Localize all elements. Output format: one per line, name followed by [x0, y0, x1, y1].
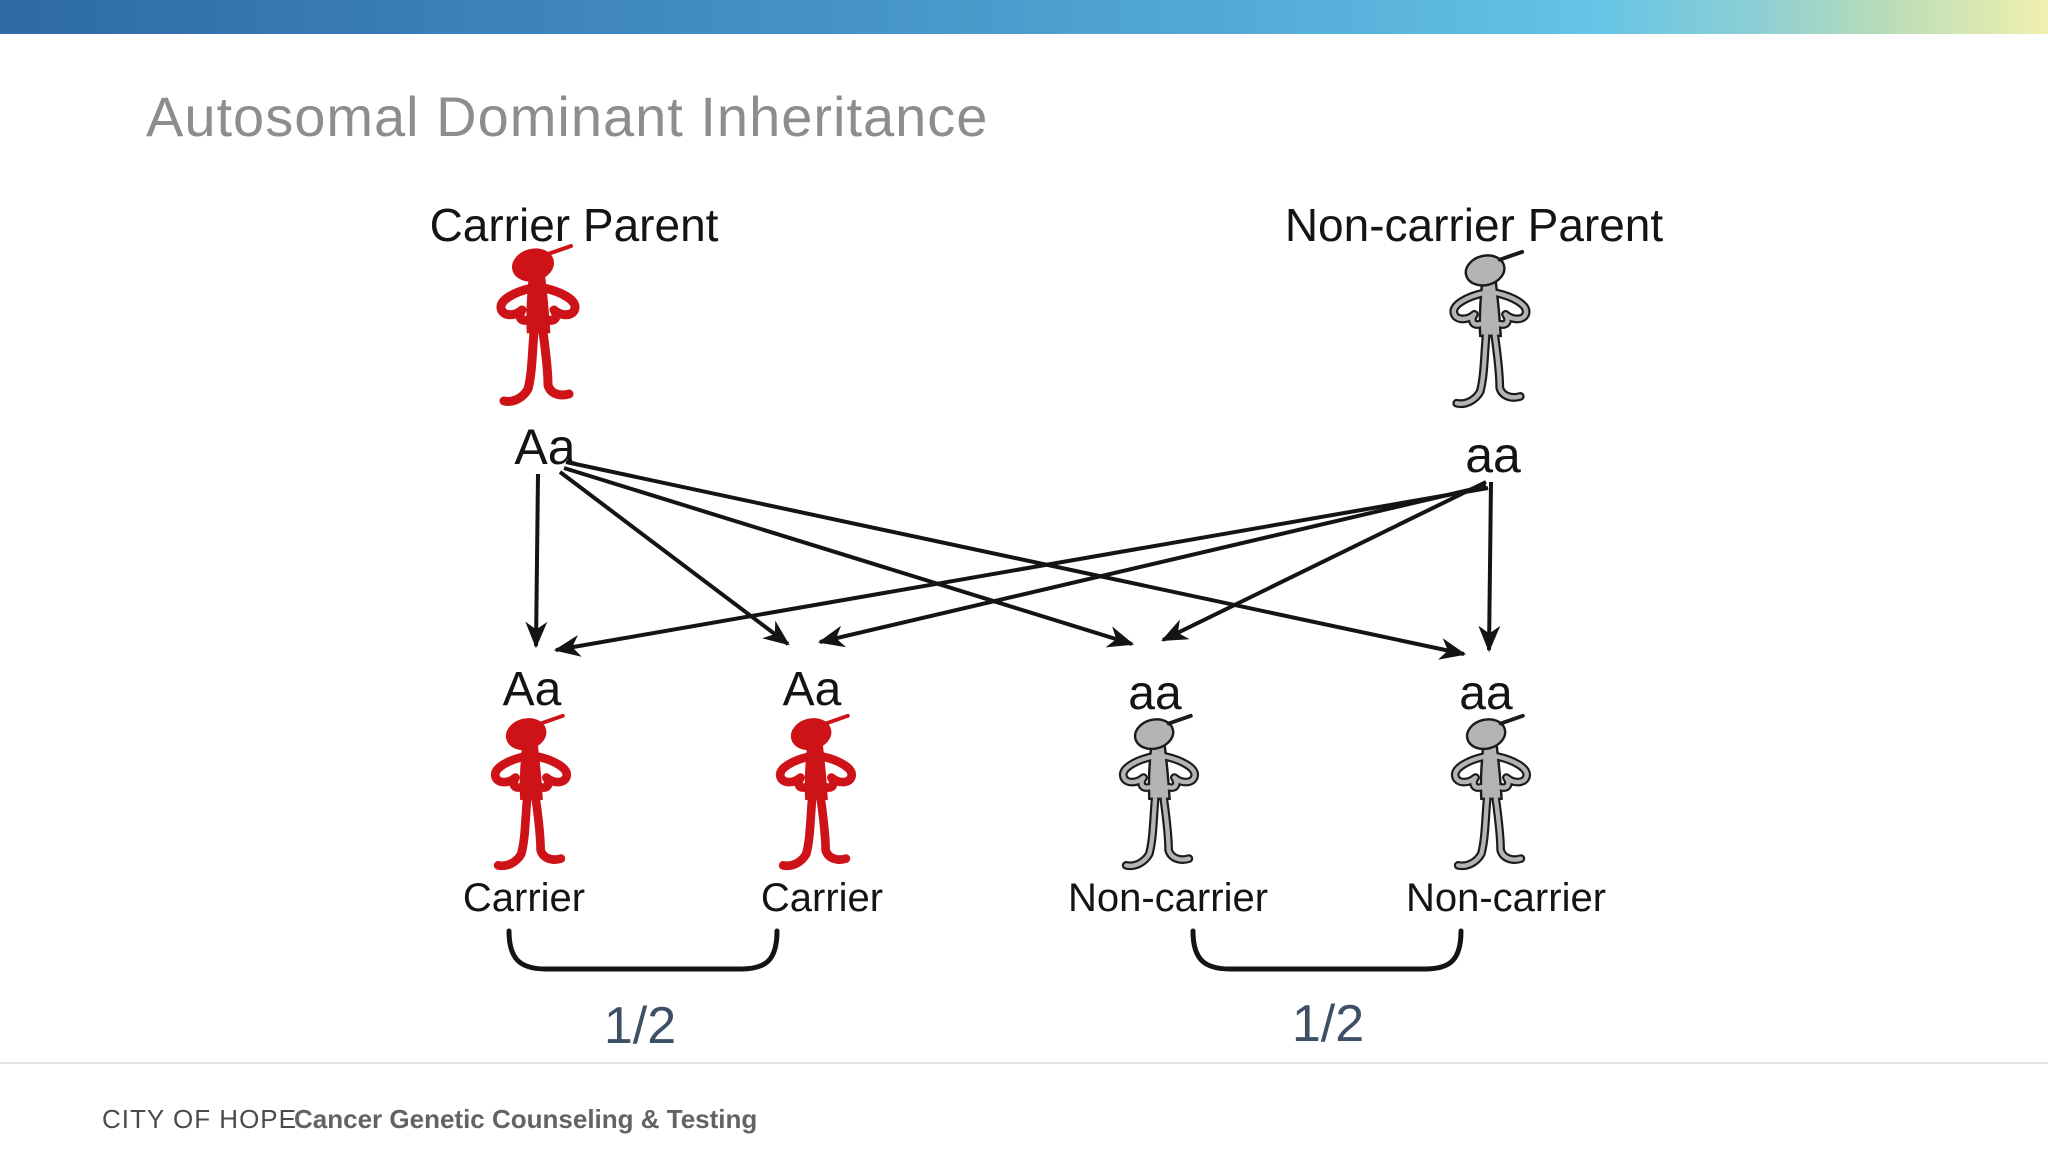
arrow-non-carrier-to-child-2 — [817, 484, 1487, 648]
arrows-from-carrier-parent — [525, 460, 1467, 660]
gray-person-icon — [1123, 715, 1195, 866]
child-4-status-label: Non-carrier — [1405, 876, 1607, 920]
gray-person-icon — [1455, 715, 1527, 866]
carrier-parent-genotype: Aa — [514, 419, 576, 475]
arrow-non-carrier-to-child-1 — [553, 486, 1489, 657]
carrier-fraction-label: 1/2 — [603, 997, 677, 1055]
arrow-non-carrier-to-child-3 — [1161, 480, 1487, 642]
child-3-figure — [1108, 710, 1208, 881]
non-carrier-parent-label: Non-carrier Parent — [1284, 199, 1664, 251]
arrow-carrier-to-child-2 — [558, 470, 790, 646]
arrow-carrier-to-child-1 — [525, 473, 548, 649]
child-1-status-label: Carrier — [462, 876, 586, 920]
child-3-genotype: aa — [1128, 667, 1182, 720]
child-1-figure — [480, 710, 580, 881]
slide-title: Autosomal Dominant Inheritance — [146, 85, 989, 148]
arrow-non-carrier-to-child-4 — [1478, 481, 1501, 653]
child-1-genotype: Aa — [502, 663, 562, 716]
carrier-group-brace — [506, 928, 780, 972]
non-carrier-group-brace — [1190, 928, 1464, 972]
non-carrier-fraction-label: 1/2 — [1291, 995, 1365, 1053]
non-carrier-parent-genotype: aa — [1465, 427, 1521, 483]
carrier-parent-label: Carrier Parent — [429, 199, 719, 251]
red-person-icon — [495, 715, 567, 866]
arrow-carrier-to-child-4 — [565, 460, 1467, 660]
child-2-figure — [765, 710, 865, 881]
footer-divider — [0, 1062, 2048, 1064]
red-person-icon — [780, 715, 852, 866]
child-4-genotype: aa — [1459, 667, 1513, 720]
child-4-figure — [1440, 710, 1540, 881]
child-3-status-label: Non-carrier — [1067, 876, 1269, 920]
footer-subtitle: Cancer Genetic Counseling & Testing — [294, 1104, 758, 1134]
child-2-genotype: Aa — [782, 663, 842, 716]
arrow-carrier-to-child-3 — [563, 466, 1135, 648]
arrows-from-non-carrier-parent — [553, 480, 1501, 657]
footer-brand: CITY OF HOPE — [102, 1104, 297, 1134]
child-2-status-label: Carrier — [760, 876, 884, 920]
accent-gradient-bar — [0, 0, 2048, 34]
